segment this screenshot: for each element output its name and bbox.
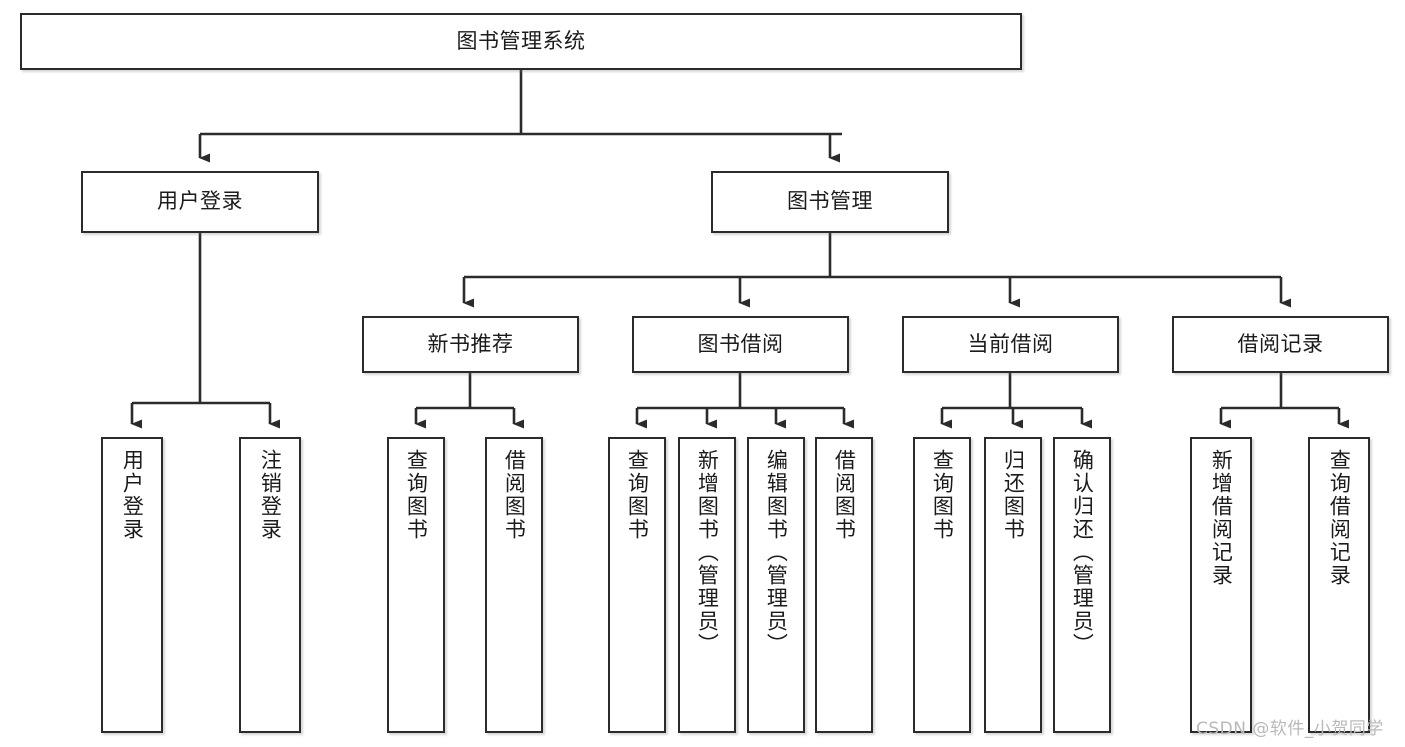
- node-label: 确认归还（管理员）: [1070, 449, 1095, 656]
- node-user-login[interactable]: 用户登录: [81, 171, 319, 233]
- edge-bookmgmt-to-level3: [462, 233, 1291, 308]
- node-label: 借阅图书: [502, 449, 527, 541]
- node-label: 用户登录: [157, 189, 243, 214]
- edge-userlogin-to-leaves: [130, 233, 280, 429]
- node-label: 新增图书（管理员）: [695, 449, 720, 656]
- node-label: 用户登录: [120, 449, 145, 541]
- node-book-borrow[interactable]: 图书借阅: [632, 316, 849, 373]
- csdn-watermark: CSDN @软件_小贺同学: [1196, 719, 1384, 739]
- leaf-user-login[interactable]: 用户登录: [101, 437, 163, 733]
- leaf-borrow-book[interactable]: 借阅图书: [815, 437, 873, 733]
- node-label: 借阅图书: [832, 449, 857, 541]
- leaf-borrow-book-recommend[interactable]: 借阅图书: [485, 437, 543, 733]
- node-label: 查询借阅记录: [1327, 449, 1352, 587]
- leaf-return-book[interactable]: 归还图书: [984, 437, 1042, 733]
- node-label: 新书推荐: [427, 331, 514, 356]
- node-label: 图书管理系统: [456, 28, 586, 53]
- leaf-query-book-borrow[interactable]: 查询图书: [608, 437, 666, 733]
- leaf-query-book-recommend[interactable]: 查询图书: [387, 437, 445, 733]
- node-label: 注销登录: [258, 449, 283, 541]
- node-borrow-record[interactable]: 借阅记录: [1172, 316, 1389, 373]
- leaf-edit-book-admin[interactable]: 编辑图书（管理员）: [747, 437, 805, 733]
- node-label: 借阅记录: [1237, 331, 1324, 356]
- leaf-add-book-admin[interactable]: 新增图书（管理员）: [678, 437, 736, 733]
- edge-borrow-to-leaves: [635, 373, 854, 429]
- edge-newbook-to-leaves: [414, 373, 524, 429]
- edge-root-to-level2: [198, 70, 842, 163]
- edge-current-to-leaves: [940, 373, 1092, 429]
- node-label: 编辑图书（管理员）: [764, 449, 789, 656]
- node-label: 查询图书: [404, 449, 429, 541]
- leaf-confirm-return-admin[interactable]: 确认归还（管理员）: [1053, 437, 1111, 733]
- leaf-query-borrow-record[interactable]: 查询借阅记录: [1308, 437, 1370, 733]
- node-book-management[interactable]: 图书管理: [711, 171, 949, 233]
- node-current-borrow[interactable]: 当前借阅: [902, 316, 1119, 373]
- leaf-add-borrow-record[interactable]: 新增借阅记录: [1190, 437, 1252, 733]
- edge-record-to-leaves: [1219, 373, 1349, 429]
- leaf-query-book-current[interactable]: 查询图书: [913, 437, 971, 733]
- node-label: 新增借阅记录: [1209, 449, 1234, 587]
- node-label: 查询图书: [625, 449, 650, 541]
- node-new-book-recommend[interactable]: 新书推荐: [362, 316, 579, 373]
- node-label: 归还图书: [1001, 449, 1026, 541]
- node-label: 查询图书: [930, 449, 955, 541]
- node-label: 图书借阅: [697, 331, 784, 356]
- node-root-system[interactable]: 图书管理系统: [20, 13, 1022, 70]
- leaf-user-logout[interactable]: 注销登录: [239, 437, 301, 733]
- node-label: 图书管理: [787, 189, 873, 214]
- node-label: 当前借阅: [967, 331, 1054, 356]
